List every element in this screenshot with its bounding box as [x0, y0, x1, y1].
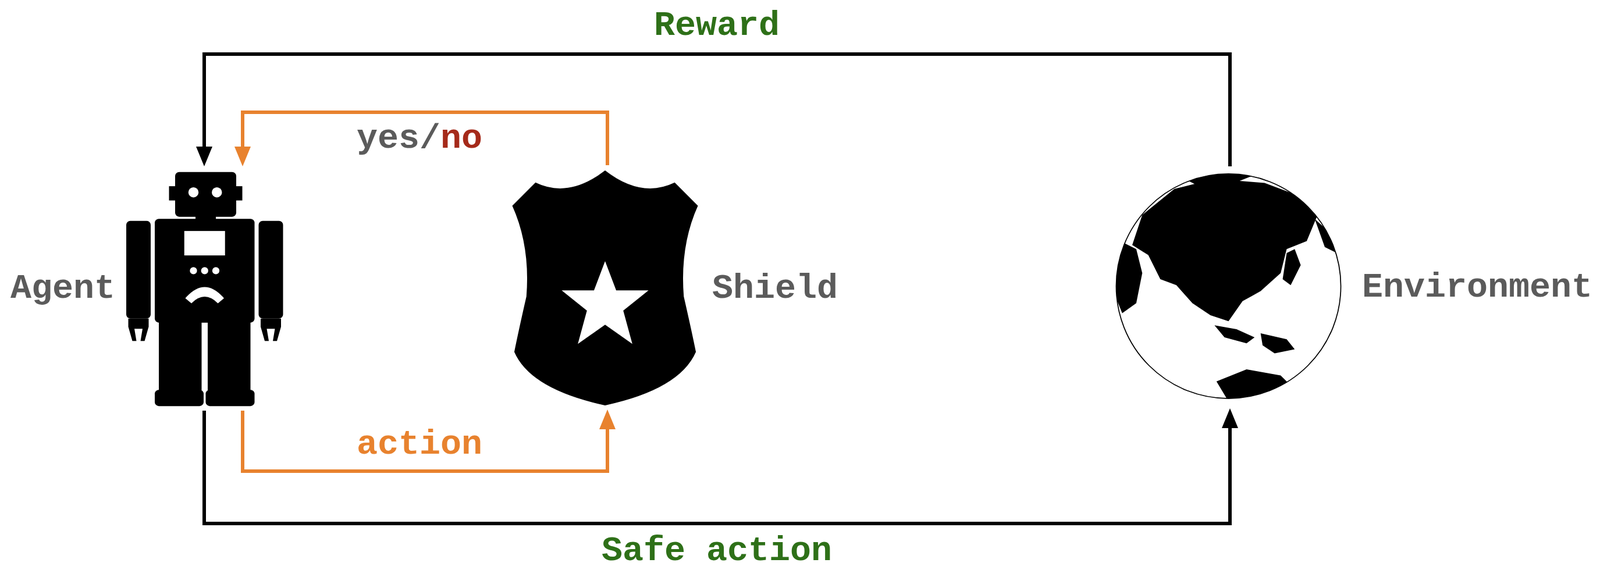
label-part: yes/ — [356, 118, 441, 159]
node-box: Shield — [510, 165, 842, 410]
edge-label: Safe action — [599, 530, 835, 572]
edge-label: action — [354, 424, 485, 465]
label-part: no — [440, 118, 483, 159]
node-label: Environment — [1362, 267, 1593, 308]
edge-label: yes/no — [354, 118, 485, 159]
globe-icon — [1114, 168, 1343, 404]
edge-label: Reward — [651, 5, 782, 46]
robot-icon — [122, 168, 286, 409]
connector — [242, 409, 616, 472]
node-label: Agent — [10, 268, 116, 309]
connector — [234, 112, 608, 167]
connector — [204, 408, 1239, 524]
node-box: Agent — [5, 166, 286, 411]
shield-icon — [510, 167, 700, 409]
node-box: Environment — [1114, 166, 1595, 409]
node-label: Shield — [712, 268, 838, 309]
connector — [196, 54, 1230, 167]
